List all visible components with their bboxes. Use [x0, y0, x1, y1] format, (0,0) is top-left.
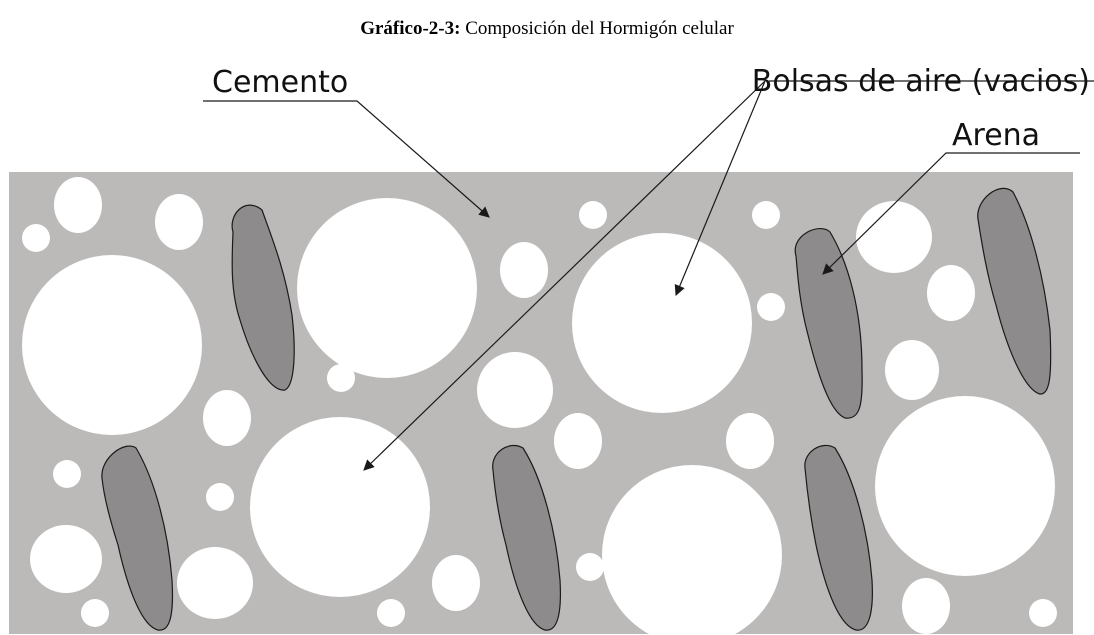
air-void: [1029, 599, 1057, 627]
air-void: [206, 483, 234, 511]
air-void: [327, 364, 355, 392]
air-void: [572, 233, 752, 413]
air-void: [554, 413, 602, 469]
cement-label: Cemento: [212, 65, 348, 100]
air-void: [22, 255, 202, 435]
air-void: [155, 194, 203, 250]
air-void: [752, 201, 780, 229]
air-void: [177, 547, 253, 619]
air-void: [30, 525, 102, 593]
air-void: [579, 201, 607, 229]
air-void: [927, 265, 975, 321]
air-void: [576, 553, 604, 581]
air-void: [22, 224, 50, 252]
air-void: [885, 340, 939, 400]
air-void: [53, 460, 81, 488]
air-void: [757, 293, 785, 321]
air-void: [432, 555, 480, 611]
air-void: [856, 201, 932, 273]
air-void: [203, 390, 251, 446]
air-void: [477, 352, 553, 428]
sand-label: Arena: [952, 118, 1040, 153]
air-void: [250, 417, 430, 597]
air-void: [377, 599, 405, 627]
air-void: [500, 242, 548, 298]
air-void: [81, 599, 109, 627]
air-void: [54, 177, 102, 233]
air-voids-label: Bolsas de aire (vacios): [752, 64, 1090, 99]
air-void: [875, 396, 1055, 576]
air-void: [902, 578, 950, 634]
air-void: [297, 198, 477, 378]
air-void: [726, 413, 774, 469]
